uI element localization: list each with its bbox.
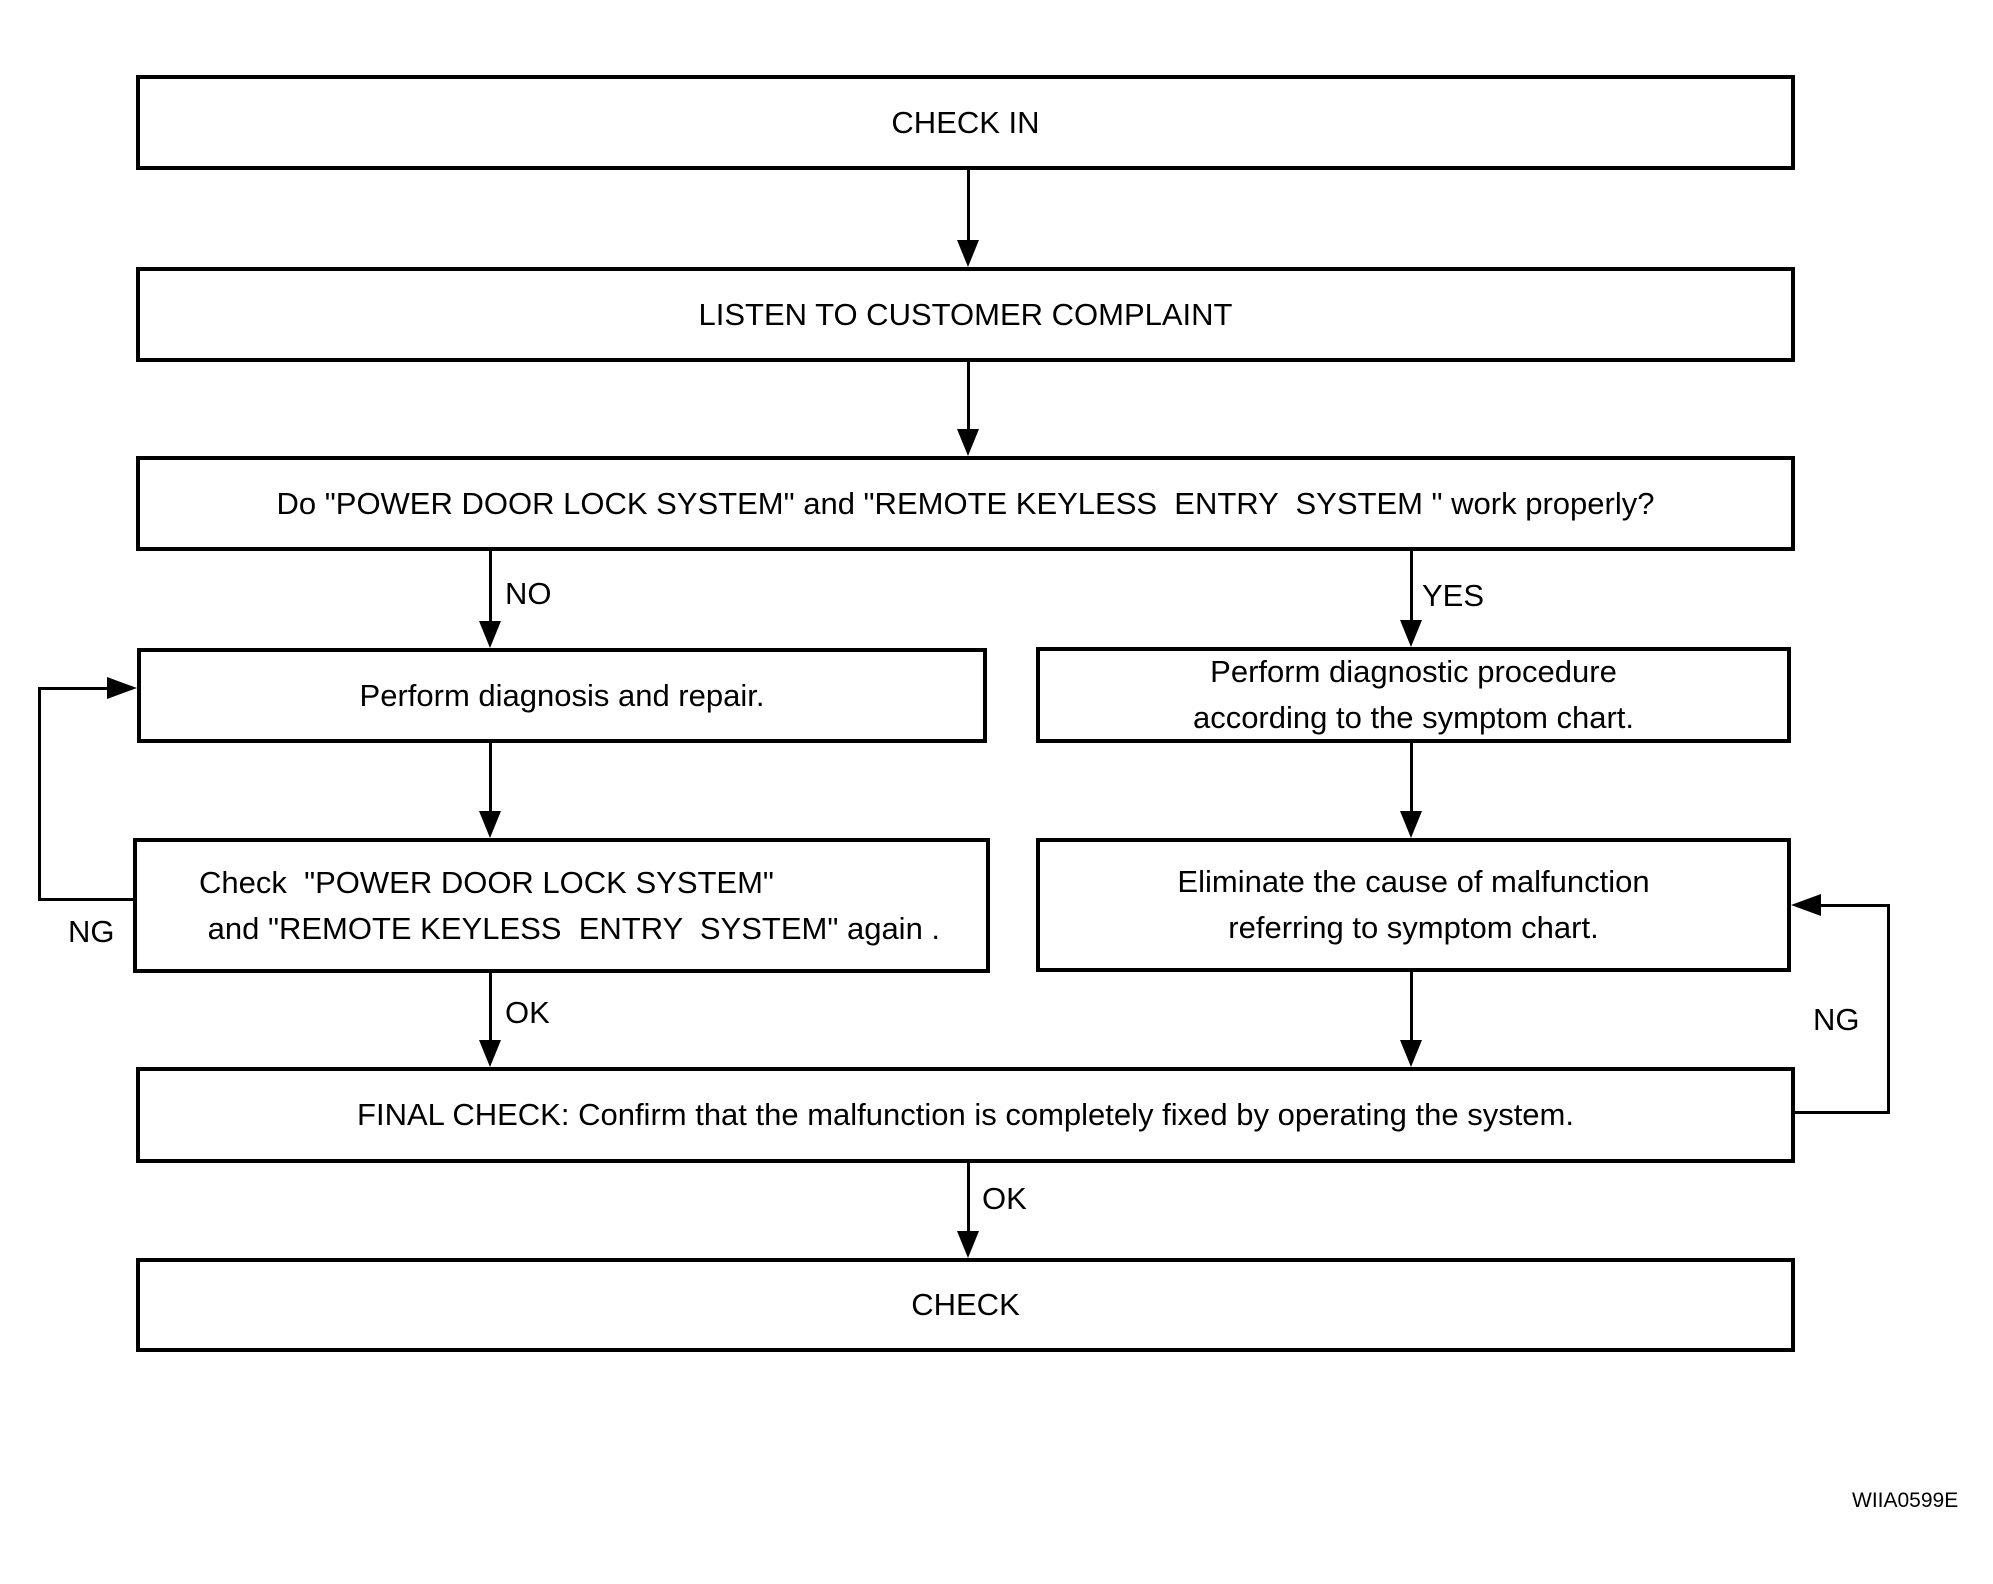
flowchart-box-question: Do "POWER DOOR LOCK SYSTEM" and "REMOTE … (136, 456, 1795, 551)
connector-checkin-listen-arrowhead-icon (957, 240, 979, 267)
ng-right-loop-vertical-line (1887, 904, 1890, 1114)
connector-listen-question-arrowhead-icon (957, 429, 979, 456)
connector-diagnosis-recheck-arrowhead-icon (479, 811, 501, 838)
final-check-label: FINAL CHECK: Confirm that the malfunctio… (357, 1097, 1574, 1132)
ok-left-label: OK (505, 995, 550, 1030)
diagnostic-procedure-line2: according to the symptom chart. (1192, 700, 1635, 735)
eliminate-line2: referring to symptom chart. (1228, 910, 1599, 945)
connector-diagnosis-recheck-line (489, 743, 492, 811)
connector-finalcheck-check-line (967, 1163, 970, 1231)
connector-recheck-finalcheck-arrowhead-icon (479, 1040, 501, 1067)
eliminate-line1: Eliminate the cause of malfunction (1177, 864, 1650, 899)
connector-checkin-listen-line (967, 170, 970, 242)
figure-code: WIIA0599E (1852, 1489, 1959, 1512)
ok-bottom-label: OK (982, 1181, 1027, 1216)
ng-right-loop-top-line (1821, 904, 1890, 907)
flowchart-box-final-check: FINAL CHECK: Confirm that the malfunctio… (136, 1067, 1795, 1163)
connector-yes-arrowhead-icon (1400, 620, 1422, 647)
flowchart-box-listen: LISTEN TO CUSTOMER COMPLAINT (136, 267, 1795, 362)
flowchart-box-eliminate: Eliminate the cause of malfunction refer… (1036, 838, 1791, 972)
connector-finalcheck-check-arrowhead-icon (957, 1231, 979, 1258)
connector-no-line (489, 551, 492, 621)
ng-right-loop-arrowhead-icon (1791, 894, 1821, 916)
ng-left-loop-vertical-line (38, 687, 41, 901)
flowchart-box-check: CHECK (136, 1258, 1795, 1352)
ng-left-loop-top-line (38, 687, 107, 690)
ng-right-label: NG (1813, 1002, 1860, 1037)
branch-no-label: NO (505, 576, 552, 611)
ng-left-loop-bottom-line (38, 898, 133, 901)
flowchart-box-check-in: CHECK IN (136, 75, 1795, 170)
recheck-line1: Check "POWER DOOR LOCK SYSTEM" (199, 864, 774, 900)
diagnostic-procedure-line1: Perform diagnostic procedure (1210, 654, 1617, 689)
check-in-label: CHECK IN (891, 104, 1040, 140)
diagnosis-label: Perform diagnosis and repair. (359, 677, 765, 713)
question-label: Do "POWER DOOR LOCK SYSTEM" and "REMOTE … (276, 485, 1655, 521)
connector-no-arrowhead-icon (479, 621, 501, 648)
branch-yes-label: YES (1422, 578, 1485, 613)
connector-yes-line (1410, 551, 1413, 621)
ng-left-loop-arrowhead-icon (107, 677, 137, 699)
connector-eliminate-finalcheck-line (1410, 972, 1413, 1040)
flowchart-box-diagnosis: Perform diagnosis and repair. (137, 648, 987, 743)
recheck-line2: and "REMOTE KEYLESS ENTRY SYSTEM" again … (199, 910, 941, 946)
connector-eliminate-finalcheck-arrowhead-icon (1400, 1040, 1422, 1067)
listen-label: LISTEN TO CUSTOMER COMPLAINT (698, 296, 1233, 332)
connector-recheck-finalcheck-line (489, 973, 492, 1040)
flowchart-box-recheck: Check "POWER DOOR LOCK SYSTEM" and "REMO… (133, 838, 990, 973)
connector-procedure-eliminate-arrowhead-icon (1400, 811, 1422, 838)
flowchart-box-diagnostic-procedure: Perform diagnostic procedure according t… (1036, 647, 1791, 743)
check-label: CHECK (911, 1287, 1020, 1322)
ng-right-loop-bottom-line (1795, 1111, 1890, 1114)
ng-left-label: NG (68, 914, 115, 949)
connector-procedure-eliminate-line (1410, 743, 1413, 811)
connector-listen-question-line (967, 362, 970, 429)
